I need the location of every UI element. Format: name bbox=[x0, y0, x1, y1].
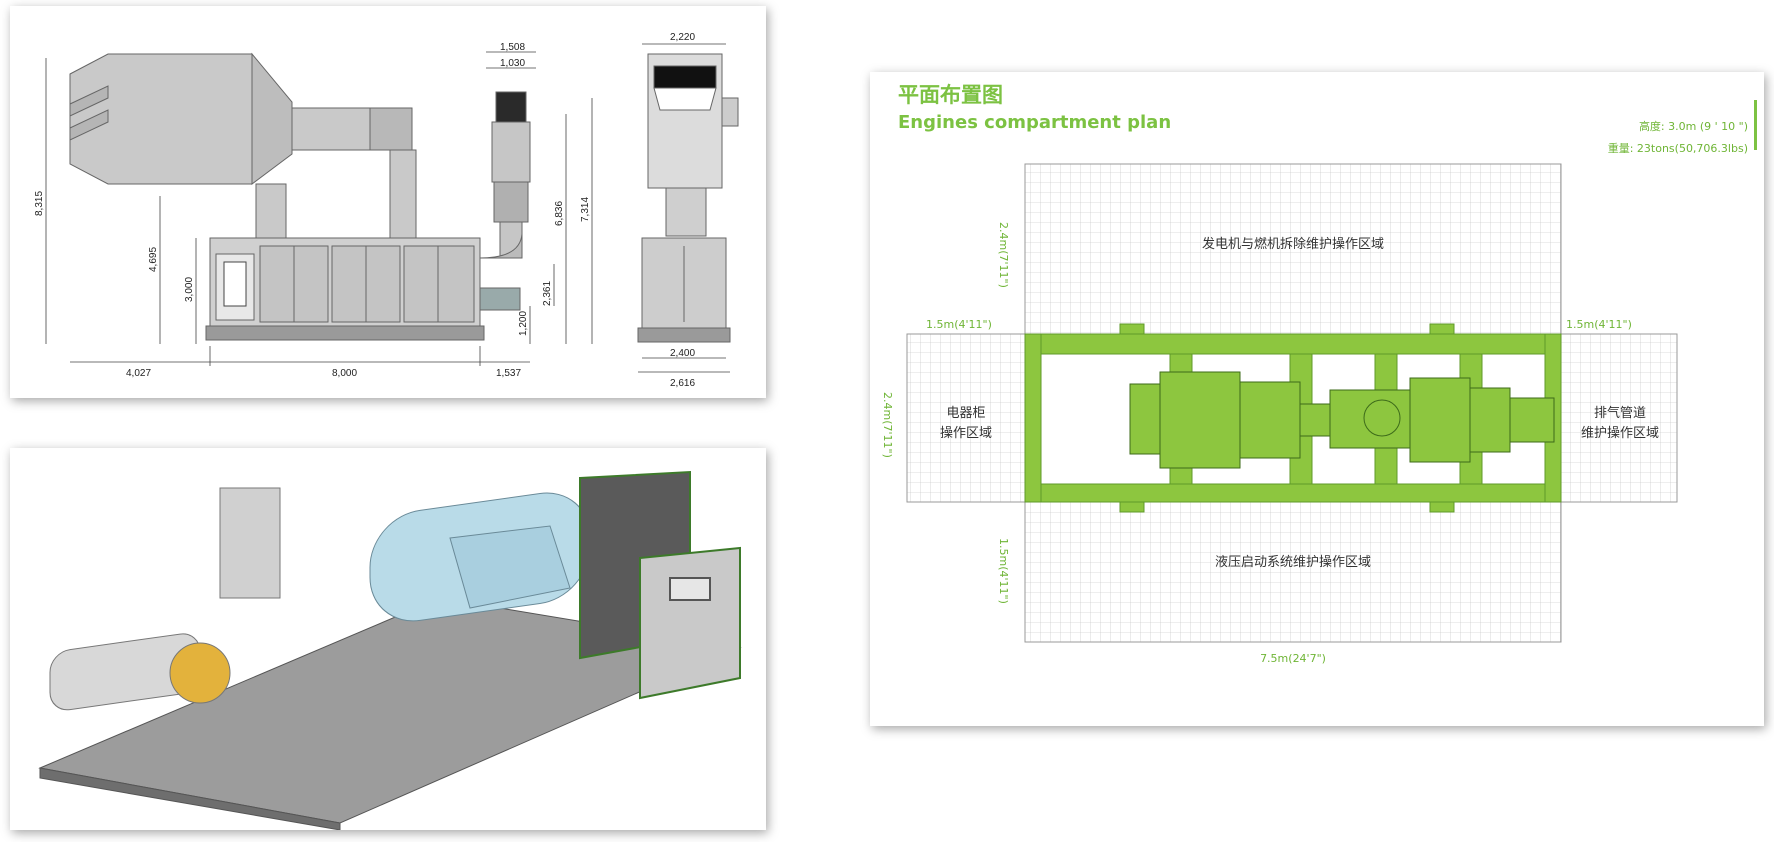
compartment-plan: 平面布置图 Engines compartment plan 高度: 3.0m … bbox=[881, 83, 1757, 665]
plan-equipment bbox=[1129, 371, 1555, 469]
elevation-drawing-panel: 1,508 1,030 8,315 4,695 3,000 6,836 7,31… bbox=[10, 6, 766, 398]
side-view bbox=[637, 53, 739, 343]
dim-2616: 2,616 bbox=[670, 378, 695, 389]
dim-7314: 7,314 bbox=[580, 197, 591, 222]
dim-top-left: 1.5m(4'11") bbox=[926, 318, 992, 331]
dim-8315: 8,315 bbox=[34, 191, 45, 216]
dim-2361: 2,361 bbox=[542, 281, 553, 306]
dim-2400: 2,400 bbox=[670, 348, 695, 359]
zone-right-label-1: 排气管道 bbox=[1594, 405, 1646, 421]
dim-bottom: 7.5m(24'7") bbox=[1260, 652, 1326, 665]
exhaust-stack bbox=[479, 91, 531, 311]
dim-8000: 8,000 bbox=[332, 368, 357, 379]
control-cabinet bbox=[579, 470, 741, 700]
air-intake-duct bbox=[69, 52, 417, 241]
dimension-lines bbox=[45, 43, 730, 373]
plan-title-en: Engines compartment plan bbox=[898, 112, 1171, 133]
weight-spec: 重量: 23tons(50,706.3lbs) bbox=[1608, 141, 1748, 155]
dim-top-right: 1.5m(4'11") bbox=[1566, 318, 1632, 331]
generator-body bbox=[369, 492, 591, 622]
elevation-drawing: 1,508 1,030 8,315 4,695 3,000 6,836 7,31… bbox=[34, 32, 739, 389]
dim-3000: 3,000 bbox=[184, 277, 195, 302]
isometric-render bbox=[38, 470, 742, 830]
height-spec: 高度: 3.0m (9 ' 10 ") bbox=[1639, 119, 1748, 133]
isometric-render-panel bbox=[10, 448, 766, 830]
spec-marker bbox=[1754, 100, 1757, 150]
zone-right-grid bbox=[1560, 333, 1678, 503]
zone-top-label: 发电机与燃机拆除维护操作区域 bbox=[1202, 236, 1384, 252]
dim-4027: 4,027 bbox=[126, 368, 151, 379]
dim-1030: 1,030 bbox=[500, 58, 525, 69]
dimension-labels: 1,508 1,030 8,315 4,695 3,000 6,836 7,31… bbox=[34, 32, 695, 389]
zone-top-grid bbox=[1024, 163, 1562, 335]
zone-left-label-2: 操作区域 bbox=[940, 425, 992, 441]
zone-left-label-1: 电器柜 bbox=[946, 406, 985, 421]
dim-1508: 1,508 bbox=[500, 42, 525, 53]
dim-left-upper: 2.4m(7'11") bbox=[997, 222, 1010, 288]
dim-6836: 6,836 bbox=[554, 201, 565, 226]
dim-left-lower: 1.5m(4'11") bbox=[997, 538, 1010, 604]
zone-bottom-label: 液压启动系统维护操作区域 bbox=[1215, 554, 1371, 570]
dim-left-mid: 2.4m(7'11") bbox=[881, 392, 894, 458]
zone-bottom-grid bbox=[1024, 501, 1562, 643]
compartment-plan-panel: 平面布置图 Engines compartment plan 高度: 3.0m … bbox=[870, 72, 1764, 726]
dim-2220: 2,220 bbox=[670, 32, 695, 43]
dim-1537: 1,537 bbox=[496, 368, 521, 379]
gas-turbine bbox=[49, 487, 281, 711]
zone-right-label-2: 维护操作区域 bbox=[1581, 425, 1659, 441]
main-enclosure bbox=[205, 237, 485, 341]
dim-4695: 4,695 bbox=[148, 247, 159, 272]
dim-1200: 1,200 bbox=[518, 311, 529, 336]
plan-title-cn: 平面布置图 bbox=[898, 83, 1003, 107]
zone-left-grid bbox=[906, 333, 1026, 503]
